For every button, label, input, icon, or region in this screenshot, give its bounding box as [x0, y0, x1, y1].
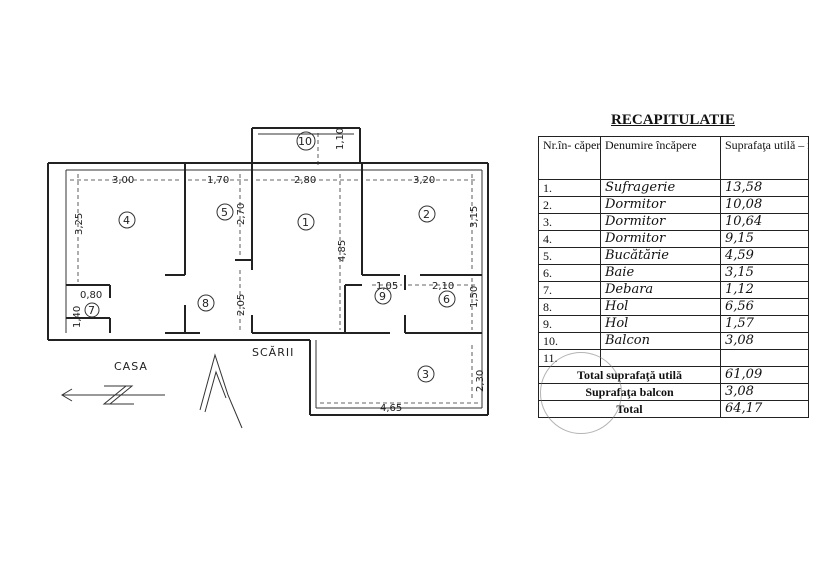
header-suprafata: Suprafaţa utilă – mp	[720, 136, 809, 180]
room-1: 1	[297, 213, 315, 231]
dim-2-70: 2,70	[236, 203, 247, 225]
dim-4-85: 4,85	[337, 240, 348, 262]
svg-text:1: 1	[302, 216, 309, 229]
dim-2-30: 2,30	[475, 370, 486, 392]
north-arrow-icon	[61, 385, 165, 405]
dim-3-15: 3,15	[469, 206, 480, 228]
dim-1-70: 1,70	[207, 175, 229, 186]
svg-text:4: 4	[123, 214, 130, 227]
recap-title: RECAPITULATIE	[611, 112, 735, 128]
dim-2-80: 2,80	[294, 175, 316, 186]
outer-walls	[47, 162, 489, 416]
svg-text:10: 10	[298, 135, 312, 148]
svg-text:8: 8	[202, 297, 209, 310]
dim-4-65: 4,65	[380, 403, 402, 414]
room-2: 2	[418, 205, 436, 223]
table-header-row: Nr.în- căpere Denumire încăpere Suprafaţ…	[538, 136, 809, 180]
room-9: 9	[374, 287, 392, 305]
room-6: 6	[438, 290, 456, 308]
svg-text:7: 7	[88, 304, 95, 317]
svg-text:5: 5	[221, 206, 228, 219]
dim-3-20: 3,20	[413, 175, 435, 186]
dim-2-05: 2,05	[236, 294, 247, 316]
room-10: 10	[296, 131, 316, 151]
stair-arrow-icon	[199, 353, 243, 429]
recap-table: Nr.în- căpere Denumire încăpere Suprafaţ…	[538, 136, 809, 418]
interior-walls	[66, 163, 482, 334]
header-denumire: Denumire încăpere	[600, 136, 721, 180]
label-casa: CASA	[114, 360, 148, 373]
balcony-room-10	[251, 127, 361, 163]
room-7: 7	[84, 302, 100, 318]
room-5: 5	[216, 203, 234, 221]
dim-1-50: 1,50	[469, 286, 480, 308]
dim-3-00: 3,00	[112, 175, 134, 186]
room-3: 3	[417, 365, 435, 383]
dim-3-25: 3,25	[74, 213, 85, 235]
stamp-seal	[540, 352, 622, 434]
dim-1-10: 1,10	[335, 128, 346, 150]
svg-text:6: 6	[443, 293, 450, 306]
svg-text:3: 3	[422, 368, 429, 381]
header-nr: Nr.în- căpere	[538, 136, 601, 180]
dim-1-05: 1,05	[376, 281, 398, 292]
recap-panel: RECAPITULATIE Nr.în- căpere Denumire înc…	[538, 112, 809, 418]
room-8: 8	[197, 294, 215, 312]
dimension-lines	[70, 132, 478, 404]
label-scari: SCĂRII	[252, 346, 294, 359]
room-4: 4	[118, 211, 136, 229]
dim-2-10: 2,10	[432, 281, 454, 292]
dim-1-40: 1,40	[72, 306, 83, 328]
floor-plan: 3,00 1,70 2,80 3,20 3,25 2,70 4,85 3,15 …	[47, 127, 489, 429]
svg-text:9: 9	[379, 290, 386, 303]
dim-0-80: 0,80	[80, 290, 102, 301]
svg-text:2: 2	[423, 208, 430, 221]
